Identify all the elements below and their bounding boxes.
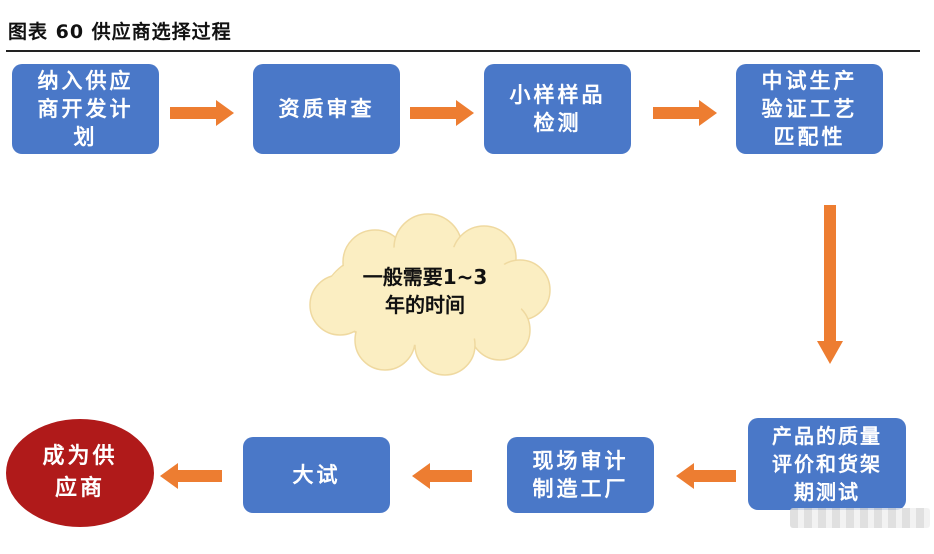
arrow-5-6 <box>676 463 736 489</box>
step-pilot-production: 中试生产 验证工艺 匹配性 <box>736 64 883 154</box>
duration-note: 一般需要1~3 年的时间 <box>362 265 488 317</box>
arrow-6-7 <box>412 463 472 489</box>
arrow-1-2 <box>170 100 234 126</box>
step-qualification-review: 资质审查 <box>253 64 400 154</box>
title-rule <box>6 50 920 52</box>
cloud-shape <box>309 213 551 376</box>
arrow-2-3 <box>410 100 474 126</box>
step-onsite-audit: 现场审计 制造工厂 <box>507 437 654 513</box>
step-supplier-development-plan: 纳入供应 商开发计 划 <box>12 64 159 154</box>
figure-title: 图表 60 供应商选择过程 <box>8 21 232 43</box>
step-large-trial: 大试 <box>243 437 390 513</box>
step-sample-testing: 小样样品 检测 <box>484 64 631 154</box>
arrow-3-4 <box>653 100 717 126</box>
arrow-7-8 <box>160 463 222 489</box>
watermark-blur <box>790 508 930 528</box>
step-quality-shelf-life: 产品的质量 评价和货架 期测试 <box>748 418 906 510</box>
arrow-4-5 <box>817 205 843 364</box>
step-become-supplier: 成为供 应商 <box>6 419 154 527</box>
